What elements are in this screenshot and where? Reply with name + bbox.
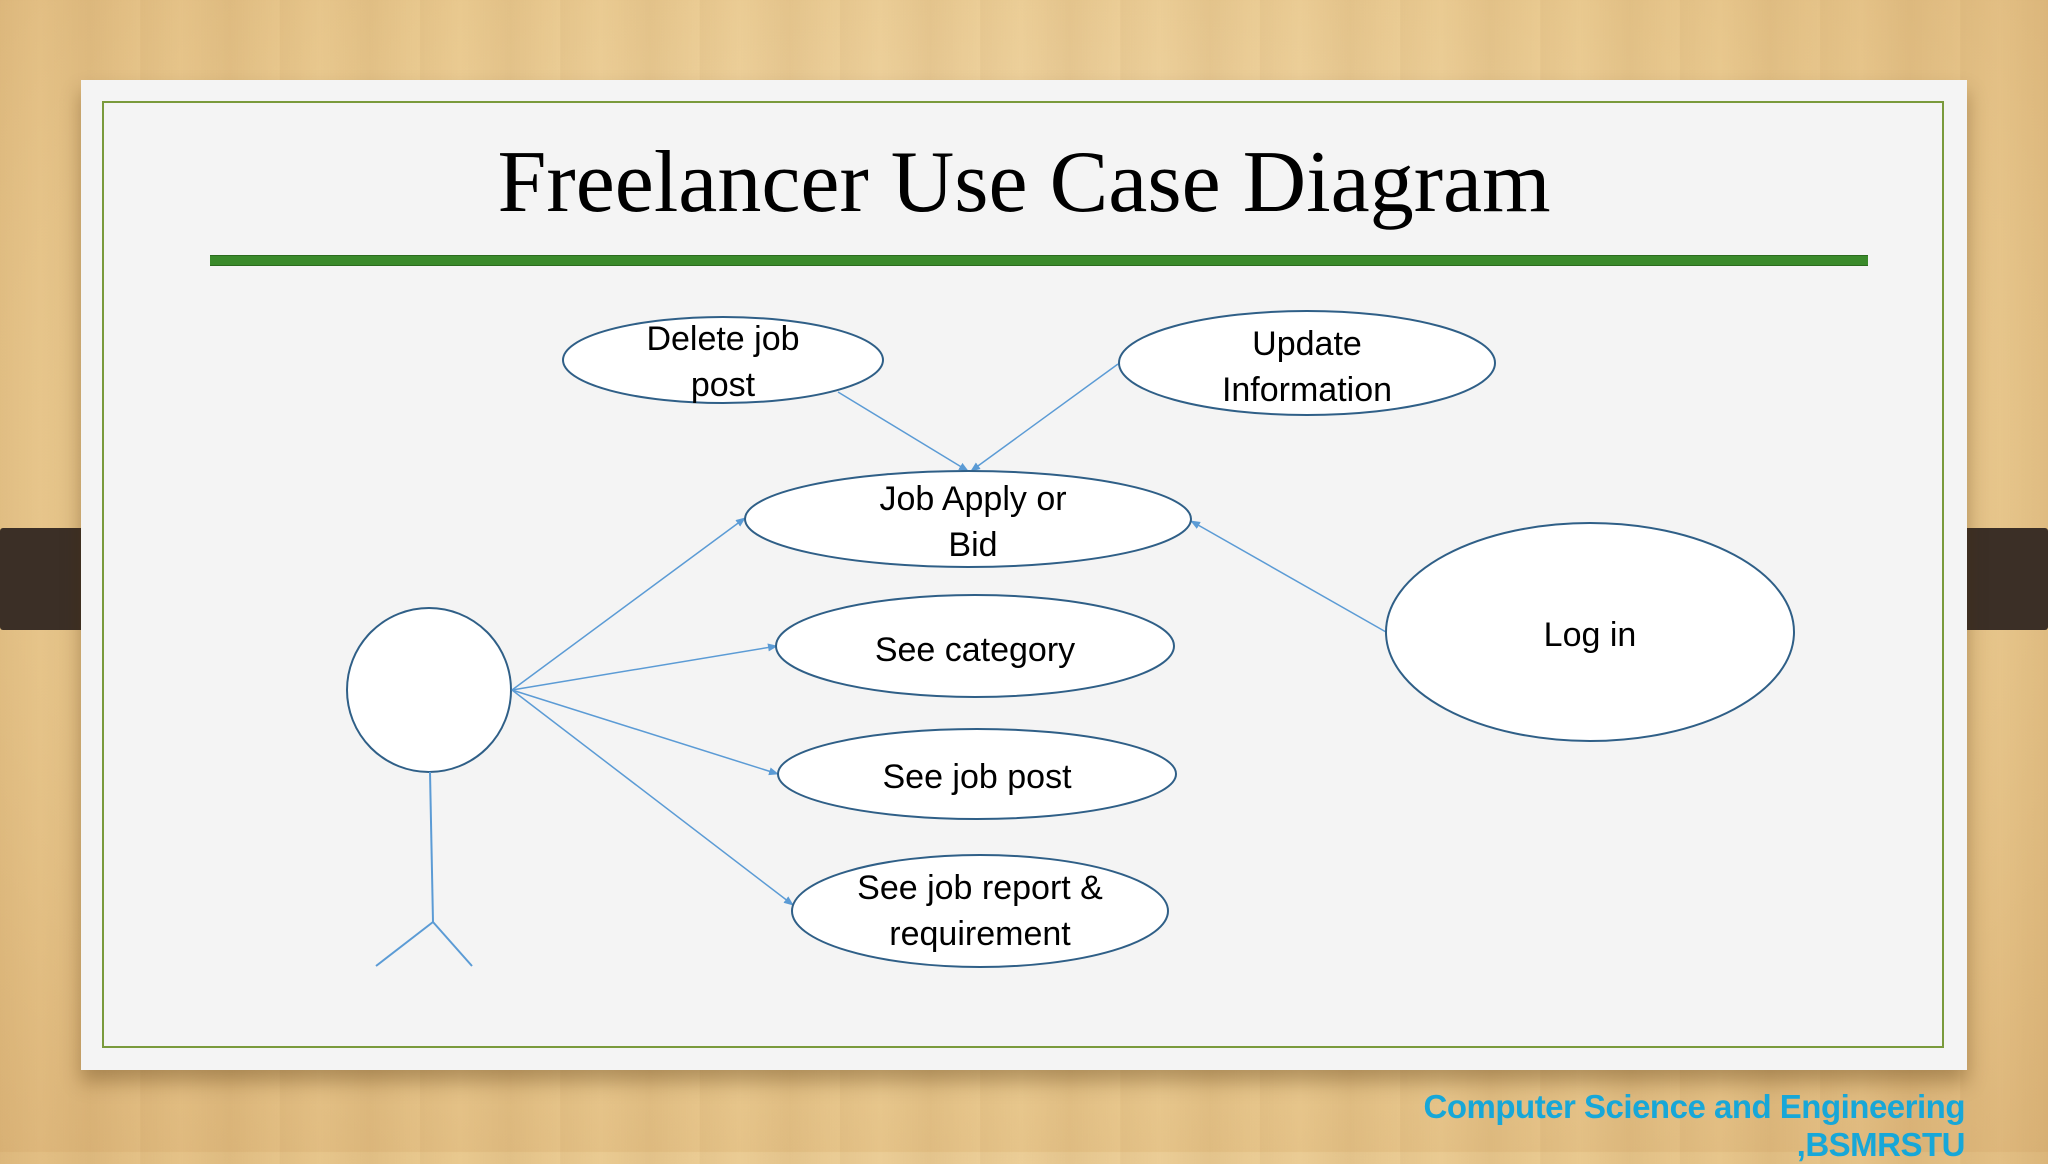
label-job-apply-or-bid: Job Apply or Bid — [879, 480, 1067, 564]
use-case-see-category — [775, 594, 1175, 698]
label-update-information: Update Information — [1221, 325, 1393, 409]
label-see-job-report: See job report & requirement — [857, 869, 1103, 953]
label-see-category: See category — [874, 631, 1076, 669]
use-case-job-apply-or-bid — [744, 470, 1192, 568]
actor-head — [346, 607, 512, 773]
actor-leg-right — [432, 921, 473, 967]
use-case-see-job-post — [777, 728, 1177, 820]
actor-leg-left — [375, 921, 434, 967]
use-case-log-in — [1385, 522, 1795, 742]
association-see-job-report — [511, 689, 794, 906]
use-case-delete-job-post — [562, 316, 884, 404]
relation-login-to-apply — [1190, 520, 1387, 633]
label-see-job-post: See job post — [882, 758, 1072, 796]
title-underline — [210, 255, 1868, 266]
association-see-job-post — [511, 689, 779, 776]
relation-delete-to-apply — [837, 391, 969, 472]
footer-institution: Computer Science and Engineering ,BSMRST… — [1423, 1088, 1966, 1163]
slide-frame — [102, 101, 1944, 1048]
actor-freelancer — [346, 607, 512, 967]
actor-body — [429, 771, 434, 923]
association-see-category — [511, 643, 778, 691]
label-delete-job-post: Delete job post — [646, 320, 800, 404]
association-job-apply — [511, 517, 746, 691]
use-case-see-job-report — [791, 854, 1169, 968]
use-case-update-information — [1118, 310, 1496, 416]
label-log-in: Log in — [1543, 616, 1637, 654]
slide-title: Freelancer Use Case Diagram — [497, 134, 1551, 231]
relation-update-to-apply — [970, 363, 1119, 472]
